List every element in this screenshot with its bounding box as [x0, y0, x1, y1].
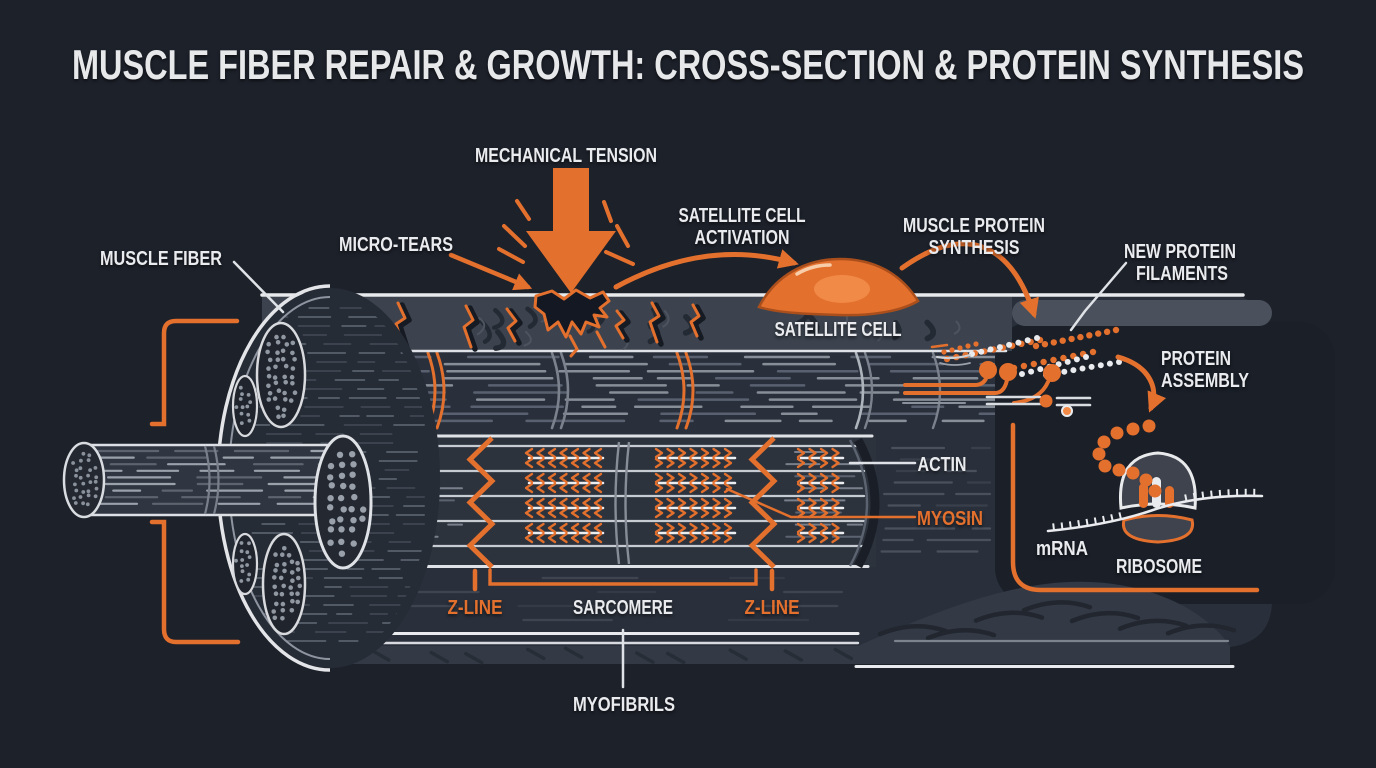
- myofibril-z-rings: [426, 351, 942, 430]
- mechanical-tension-arrow: [497, 168, 635, 293]
- sarcomere-measure: [472, 568, 775, 592]
- mrna-strand: [1046, 494, 1264, 533]
- panel-border: [1010, 422, 1260, 593]
- label-muscle-protein-synthesis-line1: MUSCLE PROTEIN: [903, 215, 1045, 237]
- impact-burst-lines: [497, 199, 635, 266]
- label-z-line-right: Z-LINE: [745, 597, 800, 619]
- label-protein-assembly-line2: ASSEMBLY: [1161, 370, 1250, 392]
- label-satellite-cell: SATELLITE CELL: [775, 319, 902, 341]
- muscle-fiber-pointer: [232, 260, 285, 314]
- ribosome-small-subunit: [1121, 514, 1195, 544]
- label-new-protein-filaments-line1: NEW PROTEIN: [1124, 241, 1236, 263]
- satellite-cell-shape: [757, 257, 920, 317]
- enlarged-myofibril-face: [313, 434, 373, 570]
- label-actin: ACTIN: [918, 454, 967, 476]
- label-myosin: MYOSIN: [917, 508, 983, 530]
- micro-tears-cracks: [394, 301, 706, 352]
- label-satellite-cell-activation-line2: ACTIVATION: [695, 227, 790, 249]
- myosin-filament-bundles: [524, 447, 845, 544]
- extracted-myofibril-cylinder: [62, 441, 340, 519]
- annotation-arrows: [232, 241, 1167, 689]
- satellite-cell-nucleus: [814, 275, 870, 303]
- label-muscle-fiber: MUSCLE FIBER: [100, 248, 222, 270]
- label-protein-assembly-line1: PROTEIN: [1161, 348, 1231, 370]
- m-line: [614, 441, 631, 565]
- diagram-title: MUSCLE FIBER REPAIR & GROWTH: CROSS-SECT…: [72, 41, 1304, 88]
- sarcomere-bracket: [488, 568, 758, 586]
- label-micro-tears: MICRO-TEARS: [339, 234, 453, 256]
- label-new-protein-filaments-line2: FILAMENTS: [1136, 263, 1228, 285]
- ribosome-assembly: [1046, 419, 1264, 544]
- myosin-pointer: [725, 487, 917, 519]
- protein-assembly-arrow: [1115, 354, 1167, 413]
- label-myofibrils: MYOFIBRILS: [573, 694, 675, 716]
- label-ribosome: RIBOSOME: [1116, 556, 1202, 578]
- label-mrna: mRNA: [1036, 538, 1088, 560]
- protein-synthesis-arrow: [899, 241, 1039, 319]
- label-satellite-cell-activation-line1: SATELLITE CELL: [679, 205, 806, 227]
- fiber-bottom-edge: [290, 581, 1237, 668]
- micro-tears-arrow: [448, 252, 533, 291]
- label-muscle-protein-synthesis-line2: SYNTHESIS: [929, 237, 1020, 259]
- impact-tear: [533, 288, 611, 358]
- satellite-activation-arrow: [613, 249, 799, 290]
- new-protein-filaments-cluster: [902, 326, 1122, 417]
- label-sarcomere: SARCOMERE: [573, 597, 673, 619]
- muscle-fiber-bracket: [149, 318, 241, 645]
- amino-acid-chain: [1092, 419, 1162, 498]
- label-mechanical-tension: MECHANICAL TENSION: [475, 145, 657, 167]
- new-filaments-pointer: [1069, 261, 1128, 332]
- myofibril-end-arc: [848, 437, 880, 569]
- mrna-codon-ticks: [1052, 488, 1256, 531]
- z-line-zigzags: [466, 436, 778, 569]
- label-z-line-left: Z-LINE: [448, 597, 503, 619]
